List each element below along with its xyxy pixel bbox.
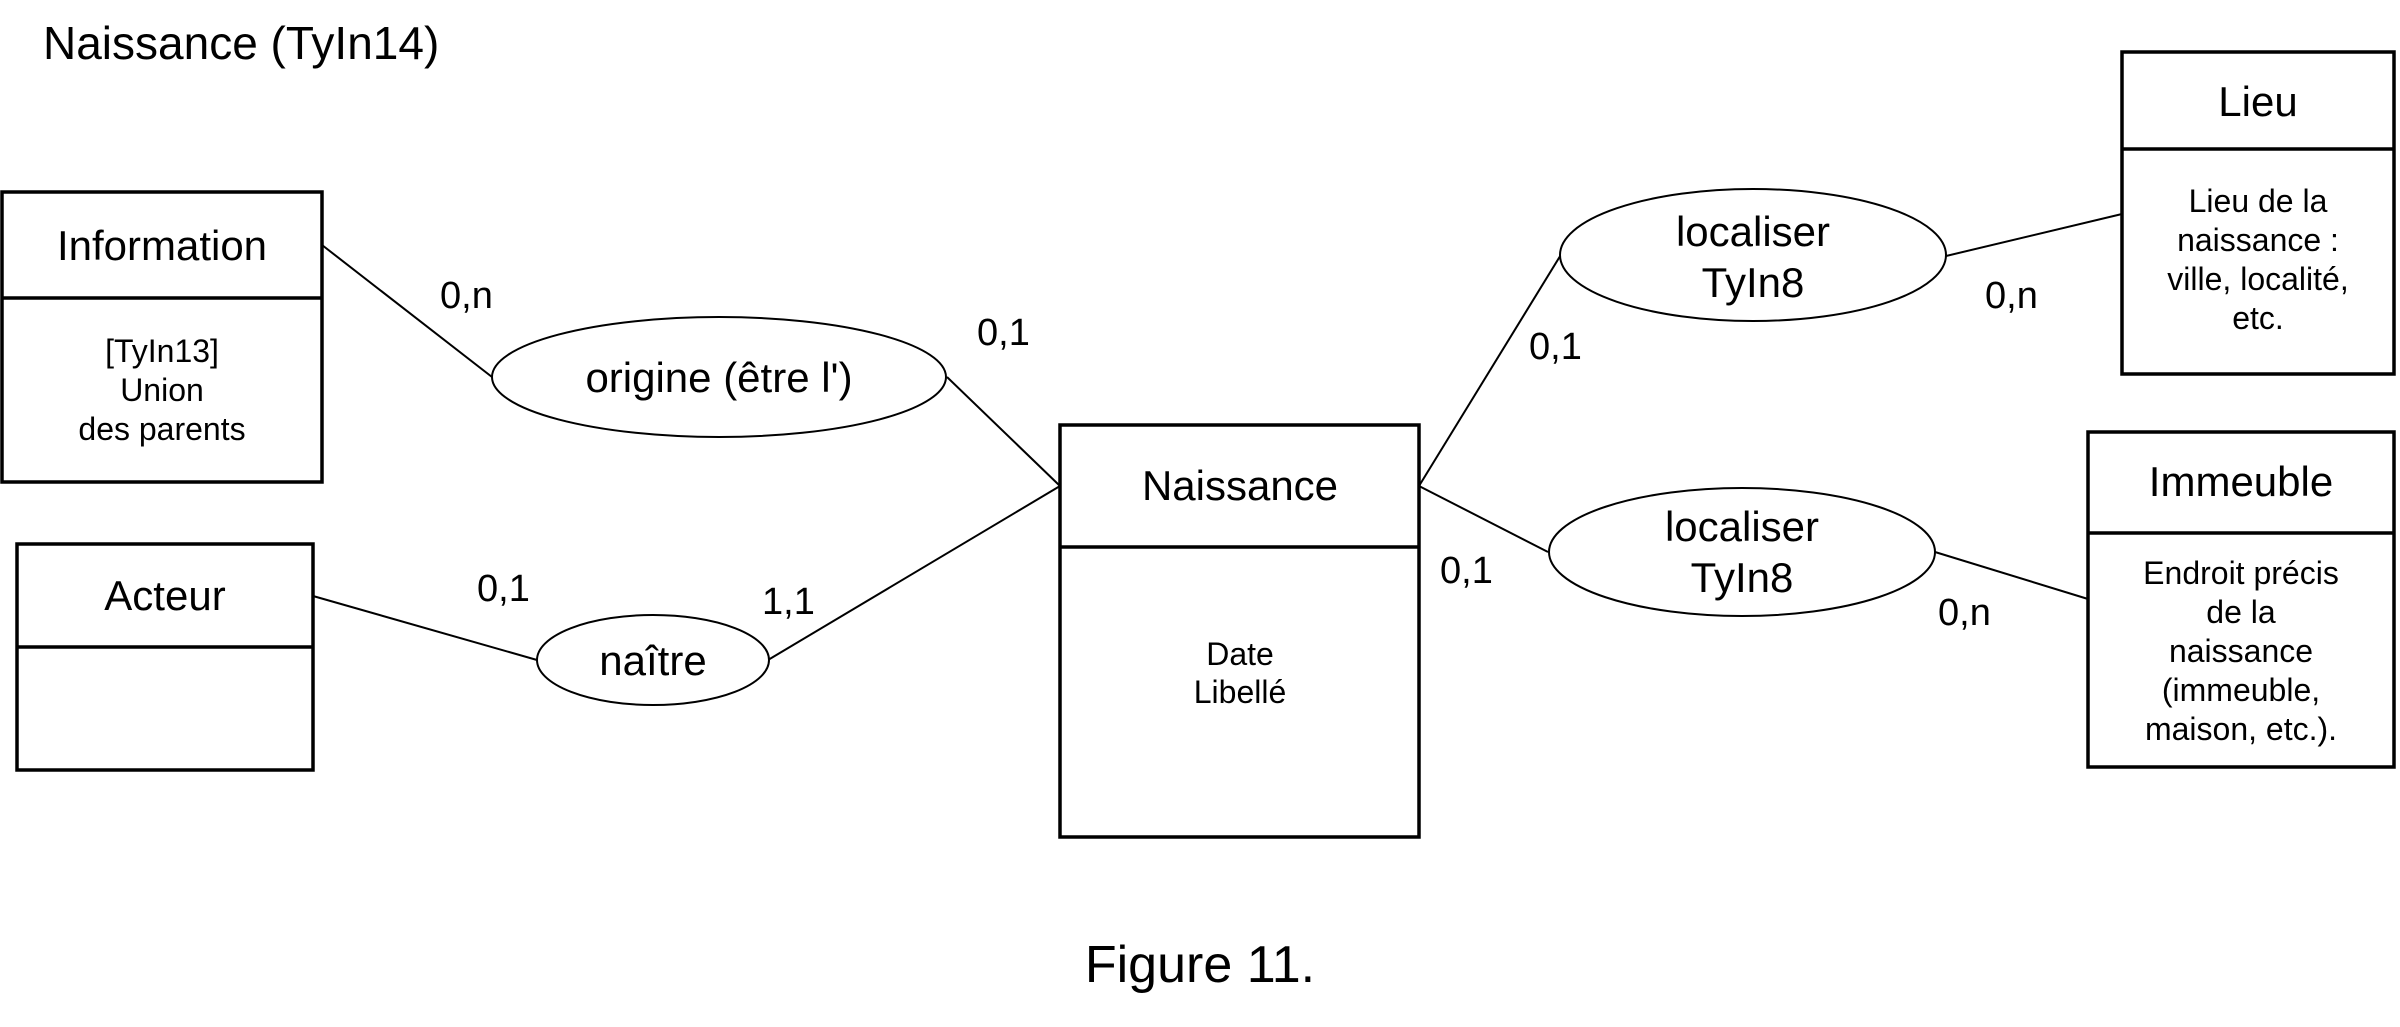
entity-lieu-attr-2: naissance : <box>2177 222 2339 258</box>
connector-localiser-lieu <box>1945 213 2123 257</box>
entity-lieu-attr-3: ville, localité, <box>2167 261 2348 297</box>
relation-localiser-lieu-line-1: localiser <box>1676 208 1830 255</box>
card-information-origine: 0,n <box>440 275 493 317</box>
connector-naissance-localiser-lieu <box>1418 252 1563 487</box>
relation-localiser-immeuble-line-2: TyIn8 <box>1691 554 1794 601</box>
relation-naitre: naître <box>536 614 770 706</box>
connector-information-origine <box>321 244 493 378</box>
connector-naitre-naissance <box>767 485 1061 661</box>
entity-immeuble-attr-4: (immeuble, <box>2162 672 2320 708</box>
entity-immeuble-name: Immeuble <box>2149 458 2333 505</box>
entity-naissance-attr-2: Libellé <box>1194 674 1287 710</box>
relation-localiser-lieu-line-2: TyIn8 <box>1702 259 1805 306</box>
card-naissance-localiser-immeuble: 0,1 <box>1440 550 1493 592</box>
entity-naissance: Naissance Date Libellé <box>1058 423 1421 839</box>
entity-naissance-name: Naissance <box>1142 462 1338 509</box>
card-localiser-lieu: 0,n <box>1985 275 2038 317</box>
entity-naissance-attr-1: Date <box>1206 636 1274 672</box>
entity-information: Information [TyIn13] Union des parents <box>0 190 324 484</box>
entity-immeuble-attr-2: de la <box>2206 594 2276 630</box>
entity-information-attr-3: des parents <box>78 411 245 447</box>
connector-localiser-immeuble <box>1934 551 2089 600</box>
diagram-title: Naissance (TyIn14) <box>43 17 439 69</box>
connectors <box>312 213 2123 661</box>
card-origine-naissance: 0,1 <box>977 312 1030 354</box>
entity-immeuble-attr-3: naissance <box>2169 633 2313 669</box>
card-naissance-localiser-lieu: 0,1 <box>1529 326 1582 368</box>
entity-immeuble-attr-5: maison, etc.). <box>2145 711 2337 747</box>
entity-immeuble-attr-1: Endroit précis <box>2143 555 2339 591</box>
connector-naissance-localiser-immeuble <box>1418 485 1549 553</box>
entity-lieu-name: Lieu <box>2218 78 2297 125</box>
figure-caption: Figure 11. <box>1085 936 1315 994</box>
card-localiser-immeuble: 0,n <box>1938 592 1991 634</box>
relation-localiser-lieu: localiser TyIn8 <box>1559 188 1947 322</box>
connector-origine-naissance <box>946 376 1061 487</box>
relation-localiser-immeuble-line-1: localiser <box>1665 503 1819 550</box>
entity-lieu-attr-4: etc. <box>2232 300 2284 336</box>
card-naitre-naissance: 1,1 <box>762 581 815 623</box>
connector-acteur-naitre <box>312 595 538 661</box>
entity-information-name: Information <box>57 222 267 269</box>
relation-localiser-immeuble: localiser TyIn8 <box>1548 487 1936 617</box>
entity-lieu-attr-1: Lieu de la <box>2189 183 2328 219</box>
cardinalities: 0,n 0,1 0,1 1,1 0,1 0,n 0,1 0,n <box>440 275 2038 634</box>
entity-information-attr-1: [TyIn13] <box>105 333 219 369</box>
entity-information-attr-2: Union <box>120 372 204 408</box>
entity-immeuble: Immeuble Endroit précis de la naissance … <box>2086 430 2396 769</box>
entity-acteur: Acteur <box>15 542 315 772</box>
card-acteur-naitre: 0,1 <box>477 568 530 610</box>
relation-naitre-label: naître <box>599 637 706 684</box>
entity-lieu: Lieu Lieu de la naissance : ville, local… <box>2120 50 2396 376</box>
entity-acteur-name: Acteur <box>104 572 225 619</box>
relation-origine: origine (être l') <box>491 316 947 438</box>
relation-origine-label: origine (être l') <box>585 354 852 401</box>
